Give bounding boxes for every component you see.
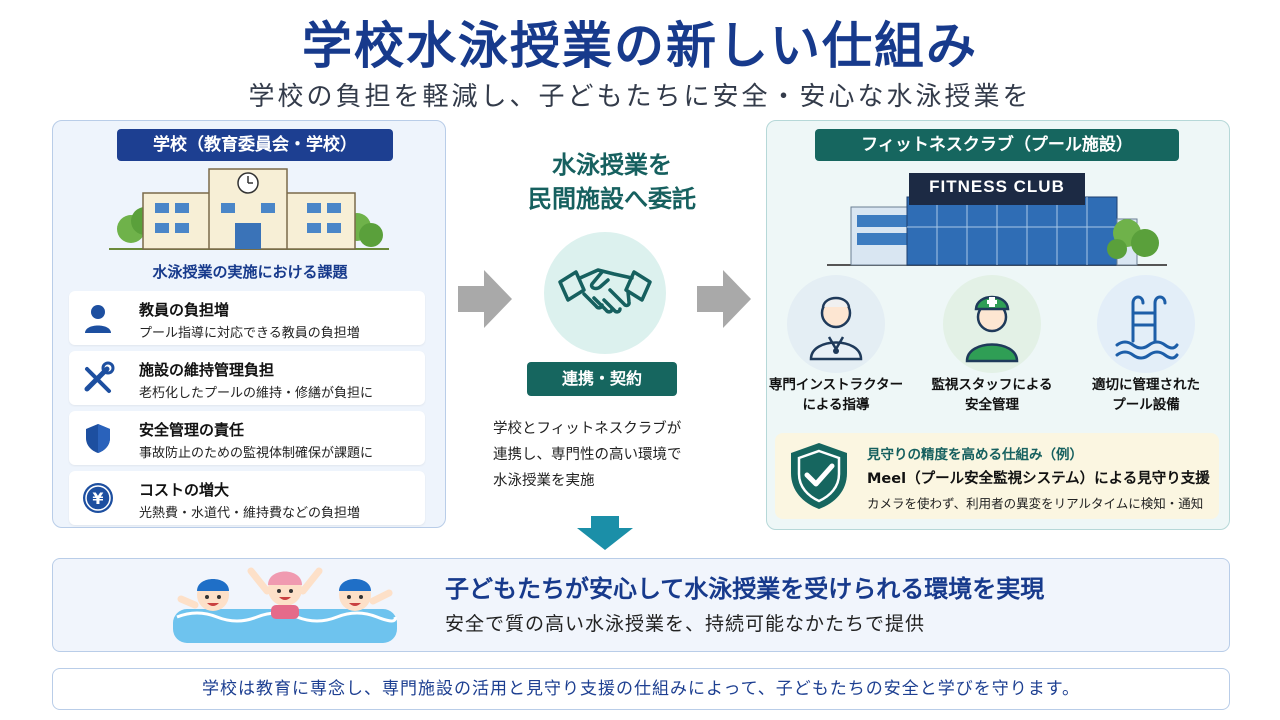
- partnership-description: 学校とフィットネスクラブが 連携し、専門性の高い環境で 水泳授業を実施: [493, 416, 723, 494]
- footer-statement: 学校は教育に専念し、専門施設の活用と見守り支援の仕組みによって、子どもたちの安全…: [52, 668, 1230, 710]
- yen-icon: ¥: [83, 483, 113, 513]
- school-panel: 学校（教育委員会・学校） 水泳授業の実施における課題 教員の負担増 プール指導に…: [52, 120, 446, 528]
- heading-line: 民間施設へ委託: [528, 185, 696, 213]
- instructor-icon: [809, 296, 863, 361]
- fitness-club-building-icon: [827, 173, 1167, 266]
- label-line: 監視スタッフによる: [931, 377, 1053, 393]
- issue-safety-responsibility: 安全管理の責任 事故防止のための監視体制確保が課題に: [69, 411, 425, 465]
- lifeguard-icon: [965, 295, 1019, 363]
- issue-facility-maintenance: 施設の維持管理負担 老朽化したプールの維持・修繕が負担に: [69, 351, 425, 405]
- outcome-box: 子どもたちが安心して水泳授業を受けられる環境を実現 安全で質の高い水泳授業を、持…: [52, 558, 1230, 652]
- issue-desc: 光熱費・水道代・維持費などの負担増: [139, 506, 361, 521]
- pool-ladder-icon: [1115, 295, 1179, 360]
- arrow-down-icon: [577, 516, 633, 550]
- page-title: 学校水泳授業の新しい仕組み: [302, 17, 978, 75]
- issue-title: 施設の維持管理負担: [139, 361, 275, 379]
- issue-desc: 事故防止のための監視体制確保が課題に: [139, 446, 374, 461]
- handshake-badge: [544, 232, 666, 354]
- issue-title: 教員の負担増: [139, 301, 230, 319]
- outsourcing-heading: 水泳授業を 民間施設へ委託: [500, 148, 724, 216]
- desc-line: 水泳授業を実施: [493, 473, 595, 489]
- shield-icon: [86, 424, 110, 453]
- issue-cost-increase: ¥ コストの増大 光熱費・水道代・維持費などの負担増: [69, 471, 425, 525]
- staff-label-instructor: 専門インストラクター による指導: [761, 375, 911, 415]
- handshake-icon: [558, 268, 652, 314]
- issues-title: 水泳授業の実施における課題: [152, 263, 348, 281]
- lifeguard-badge: [943, 275, 1041, 373]
- label-line: 専門インストラクター: [768, 377, 904, 393]
- svg-text:¥: ¥: [92, 489, 103, 508]
- label-line: 適切に管理された: [1092, 377, 1200, 393]
- label-line: 安全管理: [965, 397, 1019, 413]
- desc-line: 学校とフィットネスクラブが: [493, 421, 682, 437]
- issue-desc: プール指導に対応できる教員の負担増: [139, 326, 360, 341]
- heading-line: 水泳授業を: [552, 151, 672, 179]
- label-line: プール設備: [1112, 397, 1180, 413]
- tools-icon: [84, 361, 115, 393]
- staff-label-pool: 適切に管理された プール設備: [1071, 375, 1221, 415]
- check-shield-icon: [791, 443, 847, 509]
- school-label: 学校（教育委員会・学校）: [117, 129, 393, 161]
- issue-title: 安全管理の責任: [139, 421, 245, 439]
- partnership-badge: 連携・契約: [527, 362, 677, 396]
- pool-facility-badge: [1097, 275, 1195, 373]
- club-sign: FITNESS CLUB: [929, 177, 1065, 196]
- meel-system-box: 見守りの精度を高める仕組み（例） Meel（プール安全監視システム）による見守り…: [775, 433, 1219, 519]
- issue-desc: 老朽化したプールの維持・修繕が負担に: [139, 386, 374, 401]
- fitness-club-panel: フィットネスクラブ（プール施設） FITNESS CLUB: [766, 120, 1230, 530]
- club-label: フィットネスクラブ（プール施設）: [815, 129, 1179, 161]
- page-subtitle: 学校の負担を軽減し、子どもたちに安全・安心な水泳授業を: [248, 82, 1032, 112]
- desc-line: 連携し、専門性の高い環境で: [493, 447, 682, 463]
- meel-title: Meel（プール安全監視システム）による見守り支援: [867, 471, 1210, 487]
- swimming-kids-illustration: [173, 567, 397, 643]
- issue-title: コストの増大: [139, 481, 230, 499]
- person-icon: [85, 305, 111, 333]
- school-building-icon: [109, 168, 389, 250]
- outcome-title: 子どもたちが安心して水泳授業を受けられる環境を実現: [445, 575, 1045, 603]
- staff-label-lifeguard: 監視スタッフによる 安全管理: [917, 375, 1067, 415]
- meel-heading: 見守りの精度を高める仕組み（例）: [867, 447, 1083, 463]
- instructor-badge: [787, 275, 885, 373]
- issue-teacher-burden: 教員の負担増 プール指導に対応できる教員の負担増: [69, 291, 425, 345]
- arrow-right-icon: [697, 270, 751, 328]
- meel-description: カメラを使わず、利用者の異変をリアルタイムに検知・通知: [867, 496, 1204, 511]
- outcome-description: 安全で質の高い水泳授業を、持続可能なかたちで提供: [445, 613, 926, 635]
- arrow-right-icon: [458, 270, 512, 328]
- label-line: による指導: [802, 397, 870, 413]
